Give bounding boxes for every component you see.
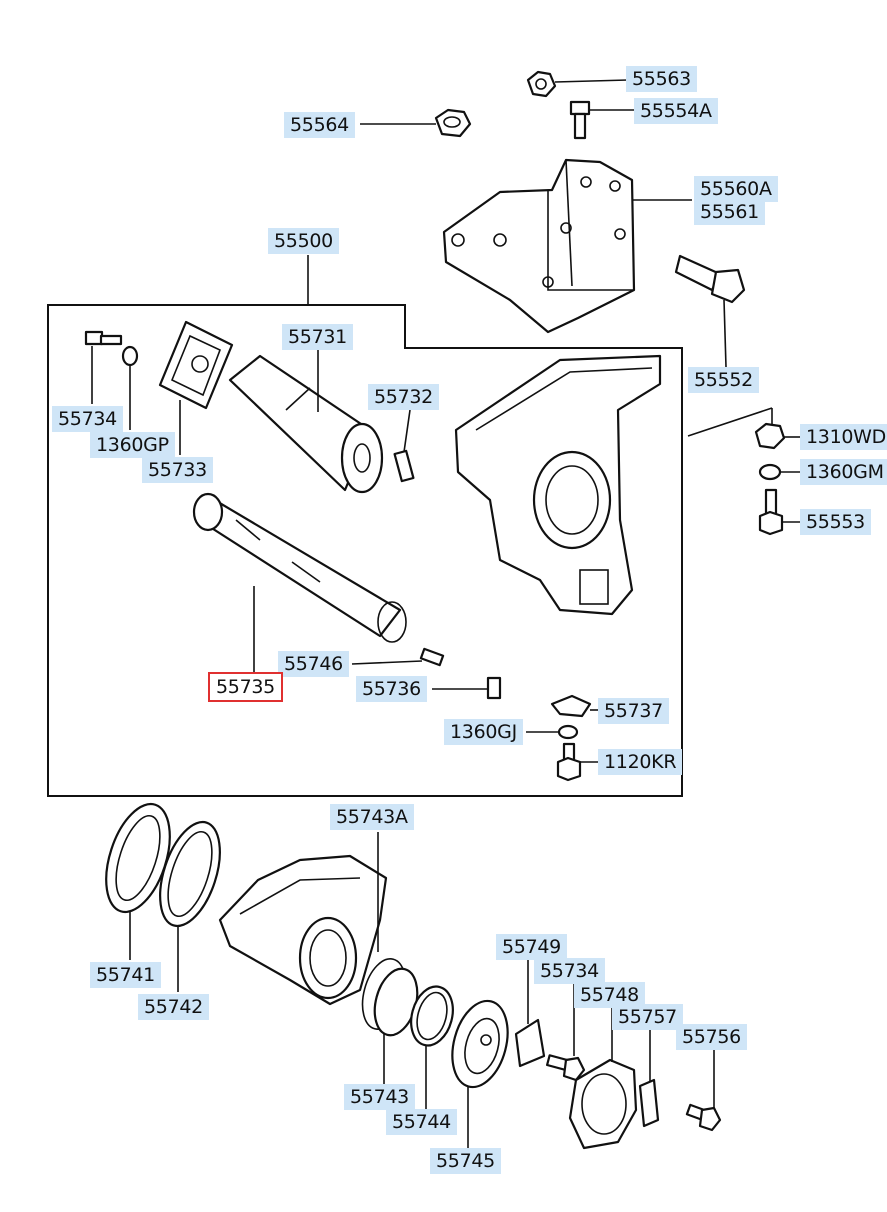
nut-1310WD[interactable] — [754, 422, 786, 450]
label-55554A[interactable]: 55554A — [634, 98, 718, 124]
label-55741[interactable]: 55741 — [90, 962, 161, 988]
bolt-55552[interactable] — [674, 254, 746, 304]
cover-plate-55748[interactable] — [568, 1058, 638, 1150]
gear-housing-55743A[interactable] — [218, 854, 388, 1006]
label-55734-top[interactable]: 55734 — [52, 406, 123, 432]
label-55744[interactable]: 55744 — [386, 1109, 457, 1135]
pin-55746[interactable] — [419, 647, 445, 667]
label-55733[interactable]: 55733 — [142, 457, 213, 483]
label-55757[interactable]: 55757 — [612, 1004, 683, 1030]
label-1360GP[interactable]: 1360GP — [90, 432, 175, 458]
label-55561[interactable]: 55561 — [694, 199, 765, 225]
gasket-55733[interactable] — [158, 320, 234, 410]
label-55746[interactable]: 55746 — [278, 651, 349, 677]
label-1120KR[interactable]: 1120KR — [598, 749, 683, 775]
label-55743A[interactable]: 55743A — [330, 804, 414, 830]
label-55564[interactable]: 55564 — [284, 112, 355, 138]
seal-55742[interactable] — [149, 815, 232, 934]
plate-55749[interactable] — [514, 1018, 546, 1068]
label-55732[interactable]: 55732 — [368, 384, 439, 410]
bushing-55731[interactable] — [228, 354, 384, 494]
link-55757[interactable] — [638, 1078, 660, 1128]
label-55743[interactable]: 55743 — [344, 1084, 415, 1110]
shaft-55735[interactable] — [192, 492, 407, 643]
label-55748[interactable]: 55748 — [574, 982, 645, 1008]
label-55552[interactable]: 55552 — [688, 367, 759, 393]
clip-55737[interactable] — [550, 694, 592, 718]
pin-55732[interactable] — [393, 449, 415, 483]
label-55560A[interactable]: 55560A — [694, 176, 778, 202]
nut-55564[interactable] — [434, 108, 472, 138]
bolt-55734-top[interactable] — [84, 330, 123, 346]
bolt-55734-bottom[interactable] — [545, 1054, 586, 1082]
label-55563[interactable]: 55563 — [626, 66, 697, 92]
label-55735-selected[interactable]: 55735 — [208, 672, 283, 702]
seal-55741[interactable] — [94, 796, 182, 920]
label-55734-bottom[interactable]: 55734 — [534, 958, 605, 984]
label-55756[interactable]: 55756 — [676, 1024, 747, 1050]
assembly-boundary — [47, 304, 683, 797]
washer-1360GJ[interactable] — [557, 724, 579, 740]
plug-55736[interactable] — [486, 676, 502, 700]
label-55736[interactable]: 55736 — [356, 676, 427, 702]
o-ring-55744[interactable] — [405, 982, 459, 1050]
bolt-55553[interactable] — [758, 488, 784, 536]
label-1360GM[interactable]: 1360GM — [800, 459, 887, 485]
steering-housing[interactable] — [454, 354, 662, 616]
label-55737[interactable]: 55737 — [598, 698, 669, 724]
cover-55745[interactable] — [443, 995, 516, 1093]
bolt-1120KR[interactable] — [556, 742, 582, 782]
nut-55563[interactable] — [526, 70, 557, 98]
label-1360GJ[interactable]: 1360GJ — [444, 719, 523, 745]
washer-1360GM[interactable] — [758, 463, 782, 481]
label-55742[interactable]: 55742 — [138, 994, 209, 1020]
label-55749[interactable]: 55749 — [496, 934, 567, 960]
label-55731[interactable]: 55731 — [282, 324, 353, 350]
bolt-55554A[interactable] — [569, 100, 591, 140]
label-55553[interactable]: 55553 — [800, 509, 871, 535]
label-55500[interactable]: 55500 — [268, 228, 339, 254]
washer-1360GP[interactable] — [121, 345, 139, 367]
label-1310WD[interactable]: 1310WD — [800, 424, 887, 450]
bolt-55756[interactable] — [685, 1103, 722, 1132]
label-55745[interactable]: 55745 — [430, 1148, 501, 1174]
bracket-55560A[interactable] — [442, 158, 636, 334]
